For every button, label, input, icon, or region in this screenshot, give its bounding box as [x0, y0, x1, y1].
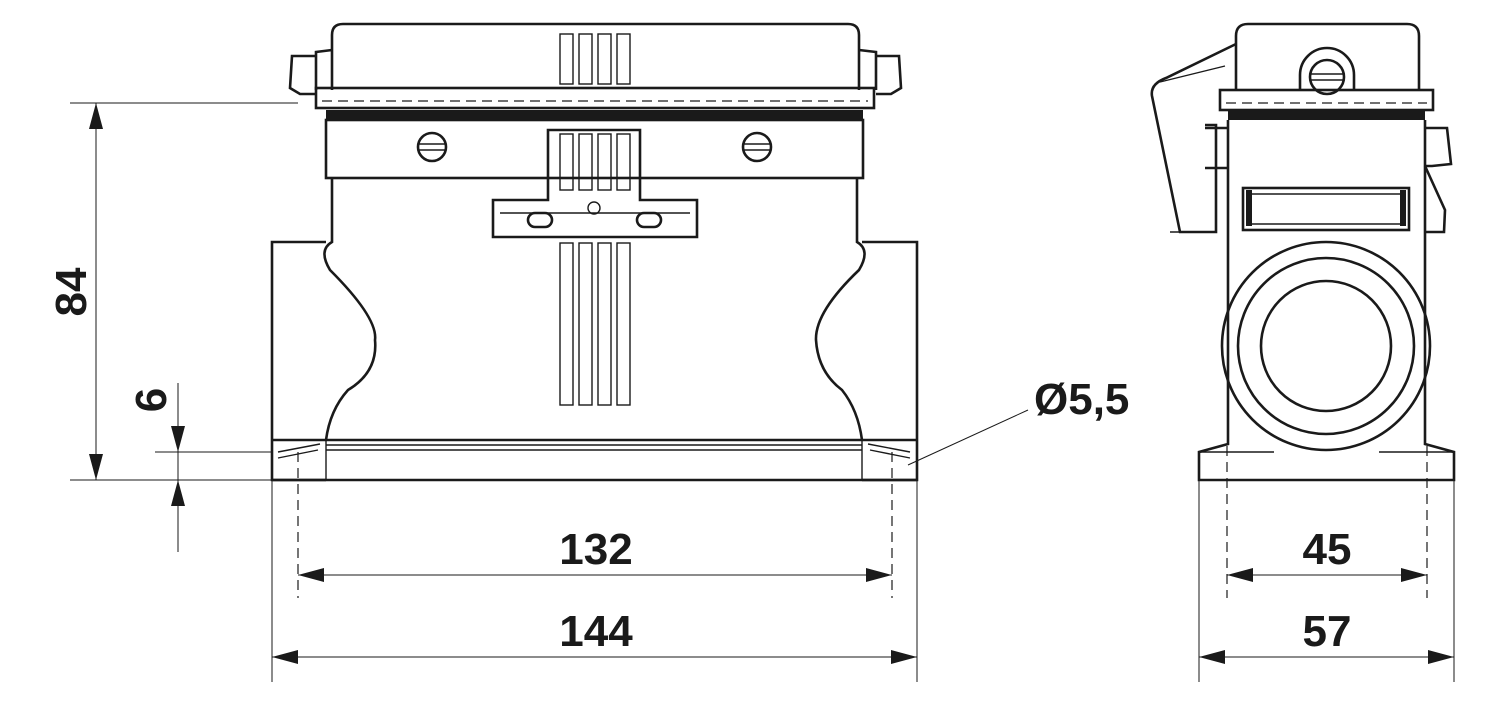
- side-view: [1150, 22, 1456, 682]
- dim-6-label: 6: [127, 388, 176, 412]
- lower-ribs: [559, 242, 631, 406]
- clip-ribs: [559, 133, 631, 191]
- side-latch-slot: [1241, 186, 1411, 232]
- seal-band: [326, 110, 863, 120]
- side-base: [1197, 244, 1456, 482]
- housing-body: [323, 178, 866, 441]
- side-lever: [1150, 42, 1237, 234]
- side-body-upper: [1226, 120, 1427, 244]
- dimension-132: 132: [298, 525, 892, 582]
- side-hood-top: [1234, 22, 1421, 90]
- dimension-144: 144: [272, 607, 917, 664]
- dim-45-label: 45: [1303, 525, 1352, 574]
- dimension-57: 57: [1199, 607, 1454, 664]
- dim-132-label: 132: [559, 525, 632, 574]
- dim-57-label: 57: [1303, 607, 1352, 656]
- right-lever-stub: [858, 48, 903, 96]
- dim-hole-label: Ø5,5: [1034, 375, 1129, 424]
- screw-left: [416, 131, 448, 163]
- hood-ribs: [559, 33, 631, 85]
- housing-upper-band: [324, 118, 865, 180]
- front-view: [70, 22, 919, 682]
- dim-144-label: 144: [559, 607, 633, 656]
- left-lever-stub: [288, 48, 333, 96]
- side-top-screw: [1298, 46, 1356, 96]
- dimension-84: 84: [47, 103, 103, 480]
- hood-top: [330, 22, 861, 90]
- side-cable-entry: [1220, 240, 1432, 452]
- hood-flange: [314, 86, 876, 110]
- dimension-hole-diameter: Ø5,5: [907, 375, 1129, 466]
- screw-right: [741, 131, 773, 163]
- dim-84-label: 84: [47, 267, 96, 316]
- lever-clip: [491, 128, 699, 239]
- dimension-45: 45: [1227, 525, 1427, 582]
- dimension-6: 6: [127, 383, 185, 552]
